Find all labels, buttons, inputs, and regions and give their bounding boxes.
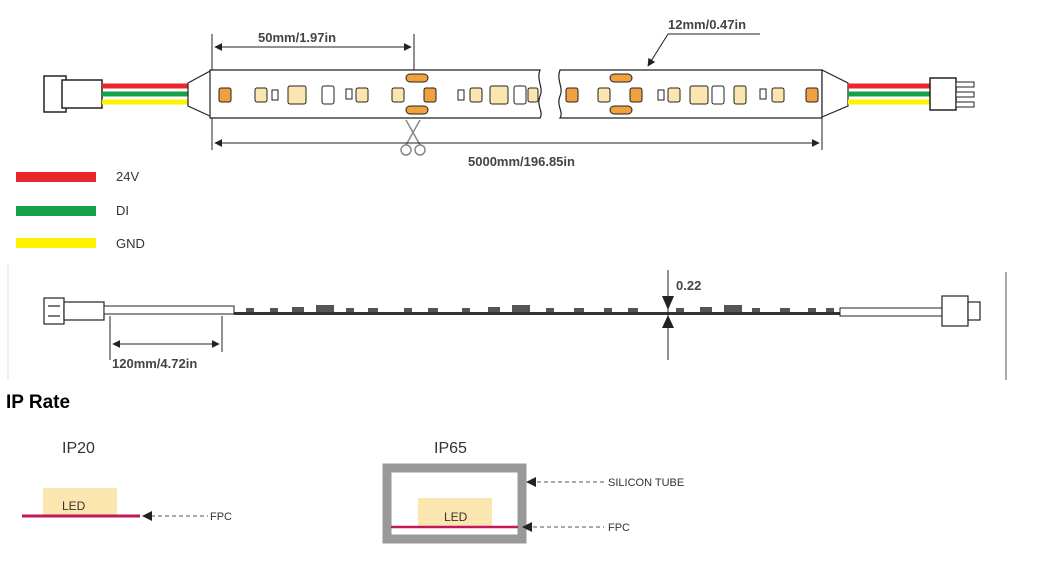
strip-top-view: 50mm/1.97in 12mm/0.47in 5000mm/196.85in [43, 17, 975, 169]
ip20-led-label: LED [62, 499, 86, 513]
ip-rate-heading: IP Rate [6, 392, 71, 413]
strip-section-1 [209, 69, 542, 119]
right-wires [848, 83, 932, 105]
ip20-led-block [43, 488, 117, 516]
legend-swatch-di [16, 206, 96, 216]
lead-length-label: 120mm/4.72in [112, 356, 197, 371]
ip65-diagram: IP65 LED SILICON TUBE FPC [382, 440, 684, 544]
ip65-led-block [418, 498, 492, 526]
side-strip-body [234, 312, 840, 315]
width-leader-line [647, 33, 669, 67]
ip65-fpc-label: FPC [608, 522, 630, 534]
ip65-led-label: LED [444, 510, 468, 524]
legend-swatch-24v [16, 172, 96, 182]
side-components [246, 305, 834, 312]
thickness-label: 0.22 [676, 278, 701, 293]
side-lead-wire [103, 305, 235, 315]
left-wires [102, 83, 190, 105]
legend-label-gnd: GND [116, 236, 145, 251]
legend-swatch-gnd [16, 238, 96, 248]
scissors-icon [400, 119, 426, 156]
ip20-fpc-label: FPC [210, 511, 232, 523]
pitch-label: 50mm/1.97in [258, 30, 336, 45]
ip20-diagram: IP20 LED FPC [22, 440, 232, 523]
right-end-cap [821, 69, 849, 118]
ip65-tube-label: SILICON TUBE [608, 477, 684, 489]
side-right-wire [839, 307, 943, 317]
side-right-connector [941, 295, 981, 327]
legend-label-di: DI [116, 203, 129, 218]
strip-side-view: 0.22 120mm/4.72in [7, 264, 1007, 380]
side-left-connector [43, 297, 105, 325]
length-label: 5000mm/196.85in [468, 154, 575, 169]
width-label: 12mm/0.47in [668, 17, 746, 32]
strip-components [218, 73, 819, 115]
ip20-title: IP20 [62, 440, 95, 457]
ip65-title: IP65 [434, 440, 467, 457]
ip65-silicon-tube [382, 463, 527, 544]
left-connector [43, 75, 103, 113]
right-connector [929, 77, 975, 111]
legend-label-24v: 24V [116, 169, 139, 184]
wire-legend: 24V DI GND [16, 169, 145, 251]
left-end-cap [187, 68, 213, 118]
